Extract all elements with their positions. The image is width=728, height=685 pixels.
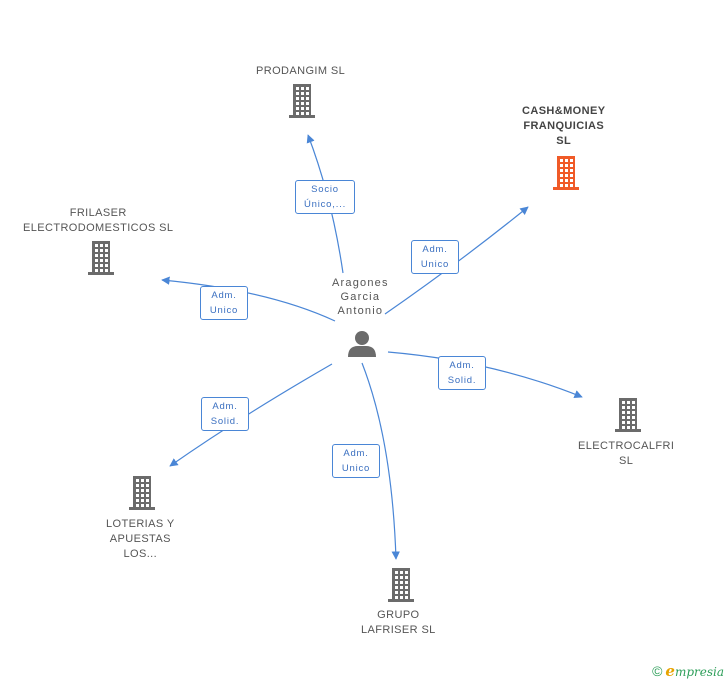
relation-label-frilaser-line: Unico bbox=[209, 305, 239, 316]
company-name-prodangim-line: PRODANGIM SL bbox=[256, 65, 346, 77]
company-name-electrocalfri-line: SL bbox=[619, 455, 634, 467]
company-name-electrocalfri: ELECTROCALFRI SL bbox=[578, 439, 674, 469]
company-name-grupo-line: GRUPO bbox=[377, 609, 420, 621]
company-name-frilaser-line: ELECTRODOMESTICOS SL bbox=[23, 222, 174, 234]
relation-label-electrocalfri-line: Solid. bbox=[447, 375, 477, 386]
relation-label-cashmoney-line: Adm. bbox=[422, 244, 448, 255]
person-name-line: Garcia bbox=[340, 291, 381, 303]
relation-label-prodangim-line: Socio bbox=[311, 184, 339, 195]
company-name-cashmoney: CASH&MONEY FRANQUICIAS SL bbox=[522, 104, 605, 149]
company-name-electrocalfri-line: ELECTROCALFRI bbox=[578, 440, 675, 452]
company-name-cashmoney-line: SL bbox=[556, 135, 572, 147]
person-name-line: Antonio bbox=[337, 305, 384, 317]
company-name-grupo-line: LAFRISER SL bbox=[361, 624, 436, 636]
relation-label-cashmoney-line: Unico bbox=[420, 259, 450, 270]
company-name-loterias-line: APUESTAS bbox=[109, 533, 171, 545]
company-name-loterias-line: LOS... bbox=[123, 548, 158, 560]
company-name-cashmoney-line: FRANQUICIAS bbox=[523, 120, 605, 132]
relation-label-electrocalfri-line: Adm. bbox=[449, 360, 475, 371]
relation-label-cashmoney[interactable]: Adm. Unico bbox=[411, 240, 459, 274]
company-name-loterias-line: LOTERIAS Y bbox=[106, 518, 175, 530]
person-icon[interactable] bbox=[348, 331, 376, 357]
relation-label-frilaser-line: Adm. bbox=[211, 290, 237, 301]
edge-grupo bbox=[361, 362, 400, 560]
relation-label-grupo-line: Adm. bbox=[343, 448, 369, 459]
person-name-line: Aragones bbox=[332, 277, 389, 289]
relation-label-frilaser[interactable]: Adm. Unico bbox=[200, 286, 248, 320]
relation-label-electrocalfri[interactable]: Adm. Solid. bbox=[438, 356, 486, 390]
relation-label-loterias-line: Adm. bbox=[212, 401, 238, 412]
company-name-grupo: GRUPO LAFRISER SL bbox=[361, 608, 436, 638]
company-name-frilaser-line: FRILASER bbox=[69, 207, 127, 219]
brand-logo[interactable]: empresia bbox=[665, 662, 724, 680]
company-name-loterias: LOTERIAS Y APUESTAS LOS... bbox=[106, 517, 175, 562]
company-name-frilaser: FRILASER ELECTRODOMESTICOS SL bbox=[23, 206, 173, 236]
edge-electrocalfri bbox=[387, 351, 583, 399]
building-icon[interactable] bbox=[289, 84, 315, 118]
company-name-prodangim: PRODANGIM SL bbox=[256, 64, 345, 79]
company-name-cashmoney-line: CASH&MONEY bbox=[522, 105, 606, 117]
building-icon[interactable] bbox=[88, 241, 114, 275]
building-icon[interactable] bbox=[615, 398, 641, 432]
footer-brand: © empresia bbox=[652, 662, 724, 680]
relation-label-grupo-line: Unico bbox=[341, 463, 371, 474]
edge-loterias bbox=[169, 363, 333, 467]
relation-label-prodangim-line: Único,... bbox=[303, 199, 347, 210]
relation-label-grupo[interactable]: Adm. Unico bbox=[332, 444, 380, 478]
copyright-symbol: © bbox=[652, 663, 663, 679]
building-icon[interactable] bbox=[388, 568, 414, 602]
building-icon[interactable] bbox=[129, 476, 155, 510]
building-icon[interactable] bbox=[553, 156, 579, 190]
edge-frilaser bbox=[161, 276, 336, 322]
relation-label-loterias[interactable]: Adm. Solid. bbox=[201, 397, 249, 431]
relation-label-loterias-line: Solid. bbox=[210, 416, 240, 427]
